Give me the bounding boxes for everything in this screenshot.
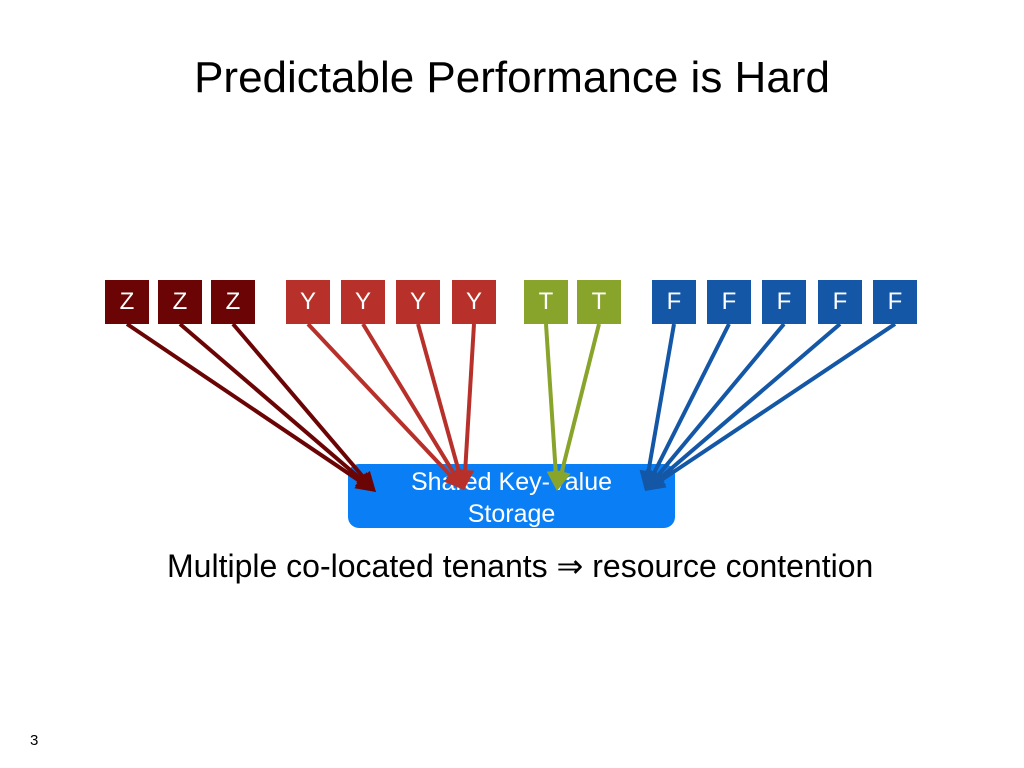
- storage-label-line1: Shared Key-Value: [410, 468, 613, 496]
- arrow-line-y: [463, 323, 476, 471]
- tenant-box-f: F: [652, 280, 696, 324]
- tenant-box-z: Z: [105, 280, 149, 324]
- arrow-line-f: [646, 323, 676, 472]
- arrow-line-y: [361, 322, 456, 474]
- tenant-box-y: Y: [452, 280, 496, 324]
- arrow-line-f: [660, 322, 897, 482]
- arrow-head-z: [356, 470, 376, 492]
- arrow-head-y: [456, 469, 475, 490]
- tenant-box-z: Z: [158, 280, 202, 324]
- tenant-box-y: Y: [286, 280, 330, 324]
- tenant-box-f: F: [707, 280, 751, 324]
- tenant-box-f: F: [873, 280, 917, 324]
- caption: Multiple co-located tenants ⇒ resource c…: [167, 548, 874, 584]
- tenant-box-f: F: [818, 280, 862, 324]
- tenant-box-z: Z: [211, 280, 255, 324]
- arrow-line-f: [652, 323, 731, 475]
- tenant-box-f: F: [762, 280, 806, 324]
- slide-number: 3: [30, 732, 39, 749]
- arrow-line-z: [231, 322, 365, 479]
- tenant-box-t: T: [577, 280, 621, 324]
- slide-title: Predictable Performance is Hard: [194, 53, 830, 102]
- arrow-line-t: [559, 323, 601, 473]
- arrow-line-z: [125, 322, 361, 483]
- arrow-line-z: [178, 322, 363, 481]
- arrow-line-y: [416, 323, 461, 472]
- tenant-box-y: Y: [396, 280, 440, 324]
- tenant-box-y: Y: [341, 280, 385, 324]
- arrow-head-t: [553, 469, 571, 491]
- shared-storage-box: Shared Key-Value Storage: [348, 464, 675, 528]
- arrow-line-f: [658, 322, 842, 480]
- storage-label-line2: Storage: [467, 500, 556, 528]
- arrow-line-f: [656, 322, 786, 477]
- tenant-box-t: T: [524, 280, 568, 324]
- arrow-head-f: [645, 472, 667, 491]
- arrow-line-t: [544, 323, 558, 472]
- arrow-line-y: [306, 322, 452, 477]
